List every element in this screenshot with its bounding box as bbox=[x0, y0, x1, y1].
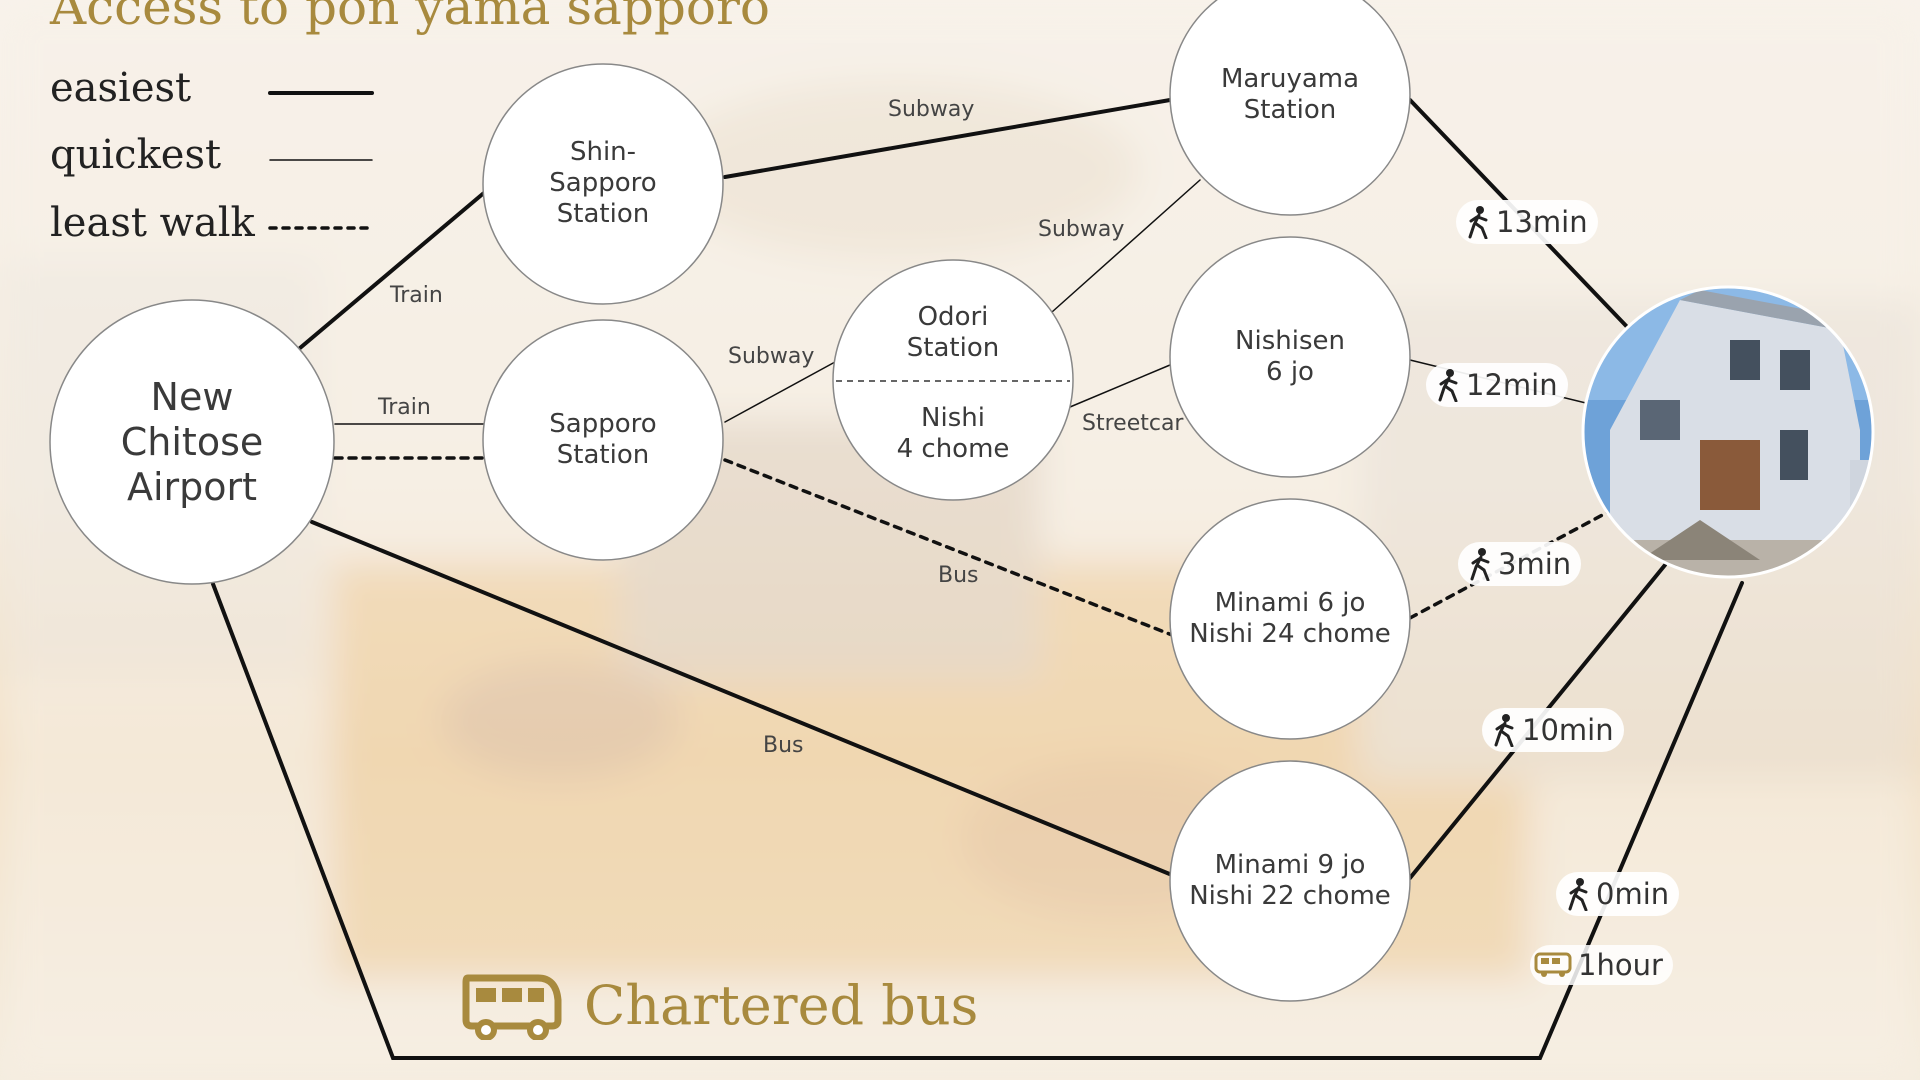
person-walking-icon bbox=[1470, 548, 1490, 581]
edge-sapporo-odori bbox=[724, 361, 836, 423]
node-odori-station bbox=[832, 259, 1074, 501]
charter-duration-text: 1hour bbox=[1578, 948, 1663, 982]
edge-label-subway-odori: Subway bbox=[728, 344, 814, 369]
walk-time-maruyama: 13min bbox=[1456, 200, 1598, 244]
edge-airport-shin-sapporo bbox=[298, 190, 487, 350]
node-label-odori-top: Odori Station bbox=[906, 301, 1000, 363]
walk-time-text: 0min bbox=[1596, 877, 1670, 911]
walk-time-text: 12min bbox=[1466, 368, 1558, 402]
house-photo-border bbox=[1581, 285, 1875, 579]
edge-label-subway-mid: Subway bbox=[1038, 217, 1124, 242]
person-walking-icon bbox=[1468, 206, 1488, 239]
walk-time-text: 3min bbox=[1498, 547, 1572, 581]
node-label-minami6: Minami 6 jo Nishi 24 chome bbox=[1189, 587, 1391, 649]
charter-duration: 1hour bbox=[1530, 945, 1673, 985]
edge-odori-nishisen bbox=[1069, 364, 1171, 408]
walk-time-charter: 0min bbox=[1556, 872, 1680, 916]
legend-quickest: quickest bbox=[50, 132, 222, 178]
edge-sapporo-minami6 bbox=[723, 458, 1174, 637]
edge-label-train-upper: Train bbox=[389, 283, 443, 308]
node-shin-sapporo-station bbox=[482, 63, 724, 305]
person-walking-icon bbox=[1494, 714, 1514, 747]
edge-label-subway-top: Subway bbox=[888, 97, 974, 122]
walk-time-text: 10min bbox=[1522, 713, 1614, 747]
legend-least-walk: least walk bbox=[50, 200, 255, 246]
bus-icon bbox=[1534, 952, 1572, 977]
edge-label-streetcar: Streetcar bbox=[1082, 411, 1184, 436]
node-label-odori-bottom: Nishi 4 chome bbox=[896, 402, 1010, 464]
edge-label-bus-dotted: Bus bbox=[938, 563, 979, 588]
legend-easiest: easiest bbox=[50, 65, 192, 111]
edge-chartered-bus bbox=[211, 581, 1744, 1060]
edge-odori-maruyama bbox=[1051, 179, 1201, 313]
person-walking-icon bbox=[1438, 369, 1458, 402]
node-maruyama-station bbox=[1169, 0, 1411, 216]
node-label-maruyama: Maruyama Station bbox=[1220, 63, 1360, 125]
edge-airport-minami9 bbox=[310, 520, 1174, 877]
node-label-nishisen: Nishisen 6 jo bbox=[1235, 325, 1345, 387]
edge-shin-sapporo-maruyama bbox=[723, 98, 1172, 179]
node-nishisen-6-jo bbox=[1169, 236, 1411, 478]
edge-label-train-lower: Train bbox=[377, 395, 431, 420]
node-label-airport: New Chitose Airport bbox=[120, 374, 264, 509]
walk-time-text: 13min bbox=[1496, 205, 1588, 239]
page-title: Access to pon yama sapporo bbox=[50, 0, 770, 36]
bus-icon bbox=[462, 974, 562, 1040]
node-new-chitose-airport bbox=[49, 299, 335, 585]
chartered-bus-text: Chartered bus bbox=[584, 973, 979, 1037]
node-label-sapporo: Sapporo Station bbox=[549, 408, 657, 470]
person-walking-icon bbox=[1568, 878, 1588, 911]
walk-time-minami6: 3min bbox=[1458, 542, 1582, 586]
chartered-bus-label: Chartered bus bbox=[460, 970, 978, 1040]
node-minami-6-jo bbox=[1169, 498, 1411, 740]
node-label-shin-sapporo: Shin- Sapporo Station bbox=[549, 137, 657, 230]
node-label-minami9: Minami 9 jo Nishi 22 chome bbox=[1189, 849, 1391, 911]
walk-time-nishisen: 12min bbox=[1426, 363, 1568, 407]
walk-time-minami9: 10min bbox=[1482, 708, 1624, 752]
node-minami-9-jo bbox=[1169, 760, 1411, 1002]
edge-label-bus-long: Bus bbox=[763, 733, 804, 758]
house-photo bbox=[1583, 287, 1873, 577]
node-sapporo-station bbox=[482, 319, 724, 561]
